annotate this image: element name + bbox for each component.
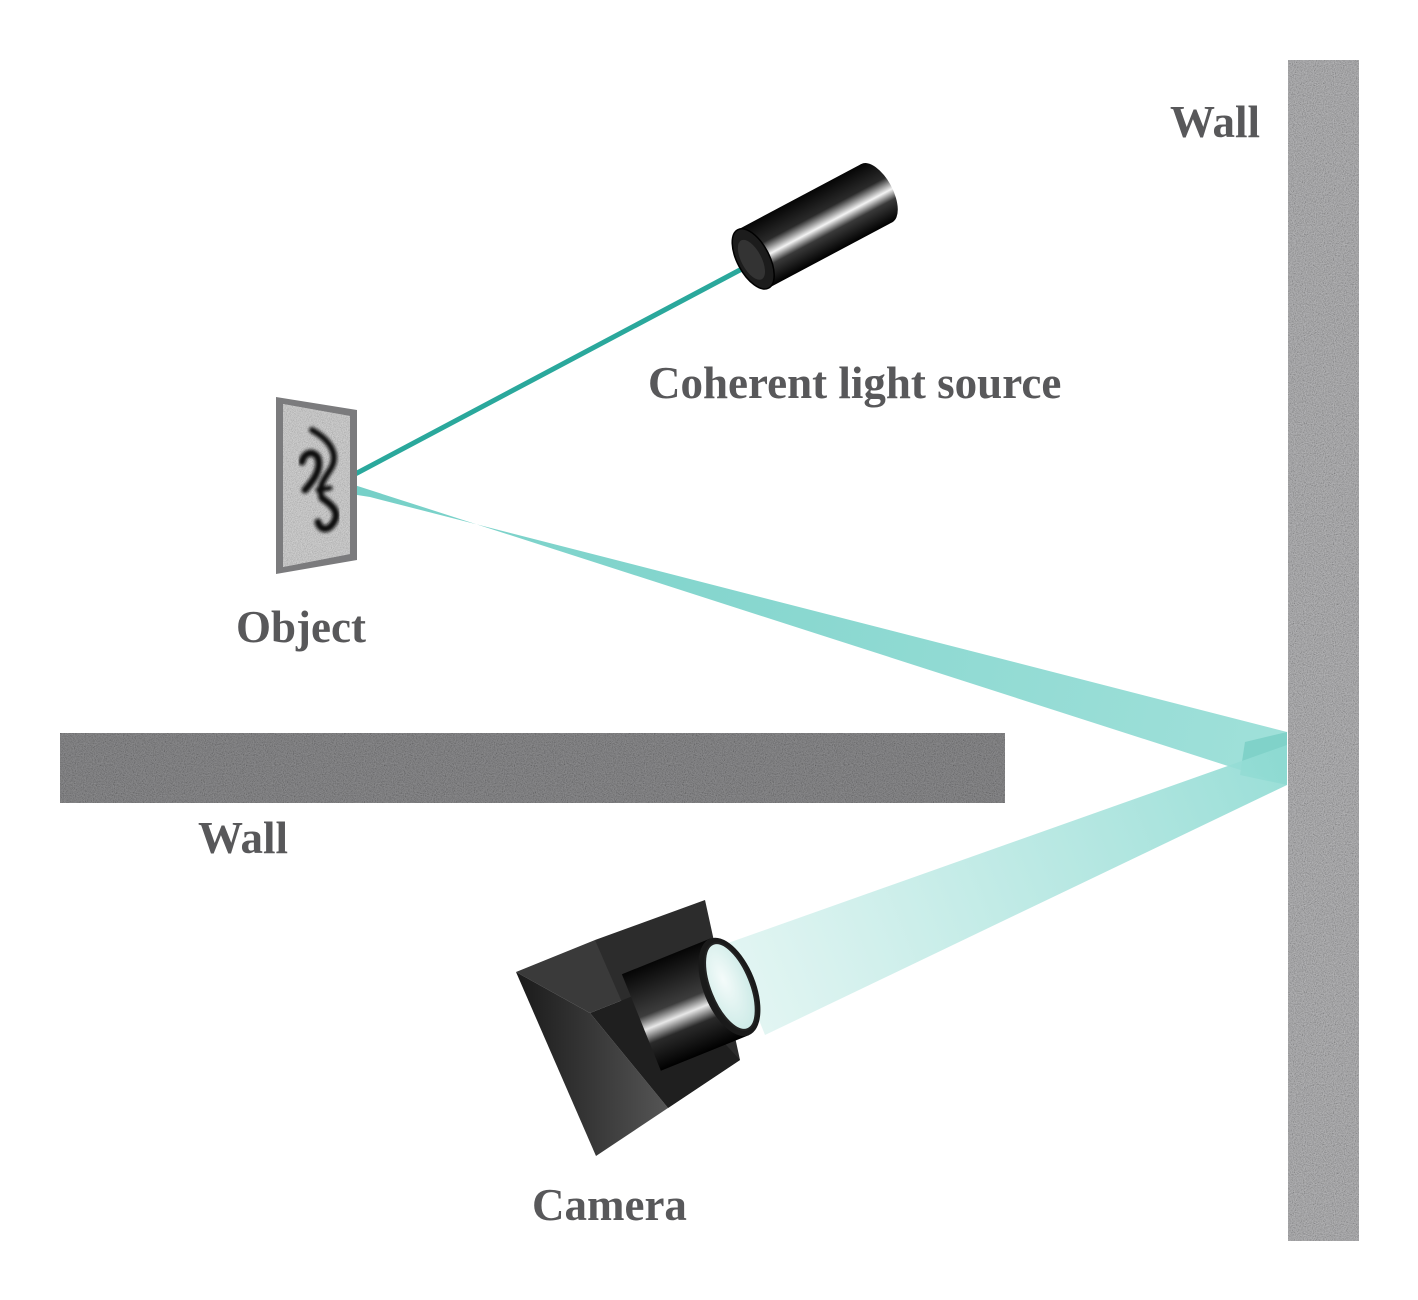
left-wall-label: Wall [198, 813, 289, 863]
laser-beam [322, 259, 758, 493]
handwritten-digit-object [276, 397, 357, 574]
laser-cylinder-icon [731, 163, 898, 290]
right-wall-label: Wall [1170, 97, 1261, 147]
object-label: Object [236, 602, 366, 652]
camera-icon [516, 900, 761, 1156]
beam-to-camera [728, 745, 1287, 1035]
left-wall [60, 733, 1005, 803]
right-wall [1288, 60, 1359, 1241]
light-source-label: Coherent light source [648, 358, 1062, 408]
camera-label: Camera [532, 1180, 687, 1230]
